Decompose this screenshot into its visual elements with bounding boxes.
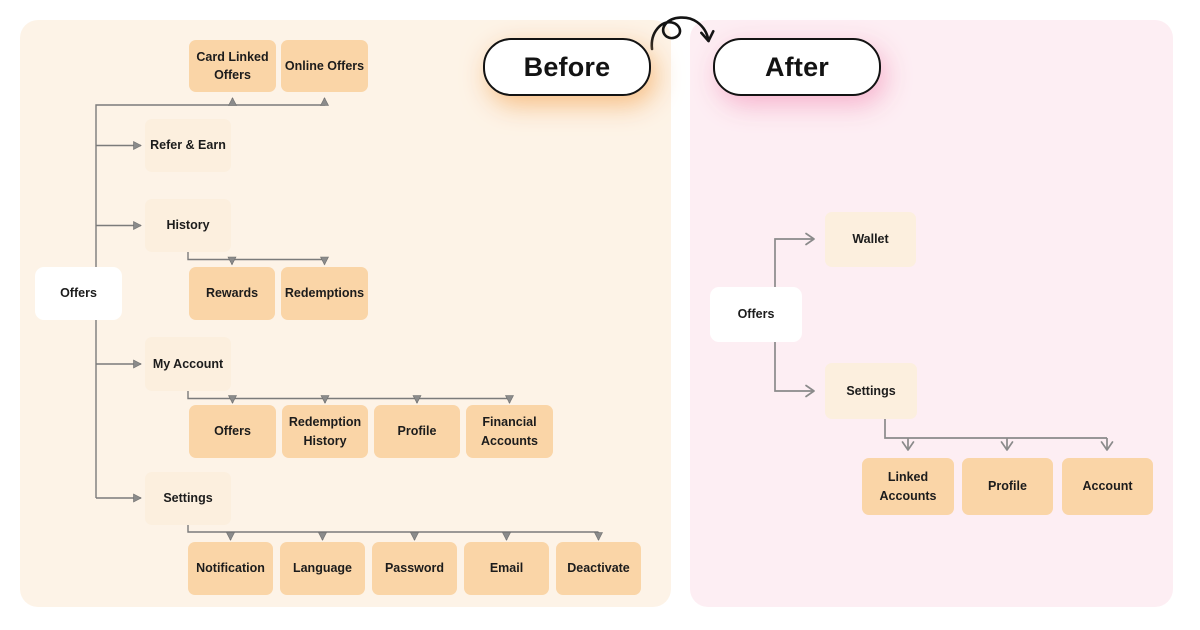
after-pill: After [713, 38, 881, 96]
node-wallet: Wallet [825, 212, 916, 267]
node-deactivate: Deactivate [556, 542, 641, 595]
before-pill: Before [483, 38, 651, 96]
node-notification: Notification [188, 542, 273, 595]
node-after-account: Account [1062, 458, 1153, 515]
node-after-settings: Settings [825, 363, 917, 419]
node-history: History [145, 199, 231, 252]
node-financial-accounts: Financial Accounts [466, 405, 553, 458]
node-refer-and-earn: Refer & Earn [145, 119, 231, 172]
node-rewards: Rewards [189, 267, 275, 320]
node-card-linked-offers: Card Linked Offers [189, 40, 276, 92]
node-account-offers: Offers [189, 405, 276, 458]
node-redemption-history: Redemption History [282, 405, 368, 458]
node-redemptions: Redemptions [281, 267, 368, 320]
node-before-root-offers: Offers [35, 267, 122, 320]
node-email: Email [464, 542, 549, 595]
node-my-account: My Account [145, 337, 231, 391]
node-language: Language [280, 542, 365, 595]
node-profile: Profile [374, 405, 460, 458]
node-settings: Settings [145, 472, 231, 525]
node-after-profile: Profile [962, 458, 1053, 515]
node-linked-accounts: Linked Accounts [862, 458, 954, 515]
node-password: Password [372, 542, 457, 595]
node-after-root-offers: Offers [710, 287, 802, 342]
node-online-offers: Online Offers [281, 40, 368, 92]
